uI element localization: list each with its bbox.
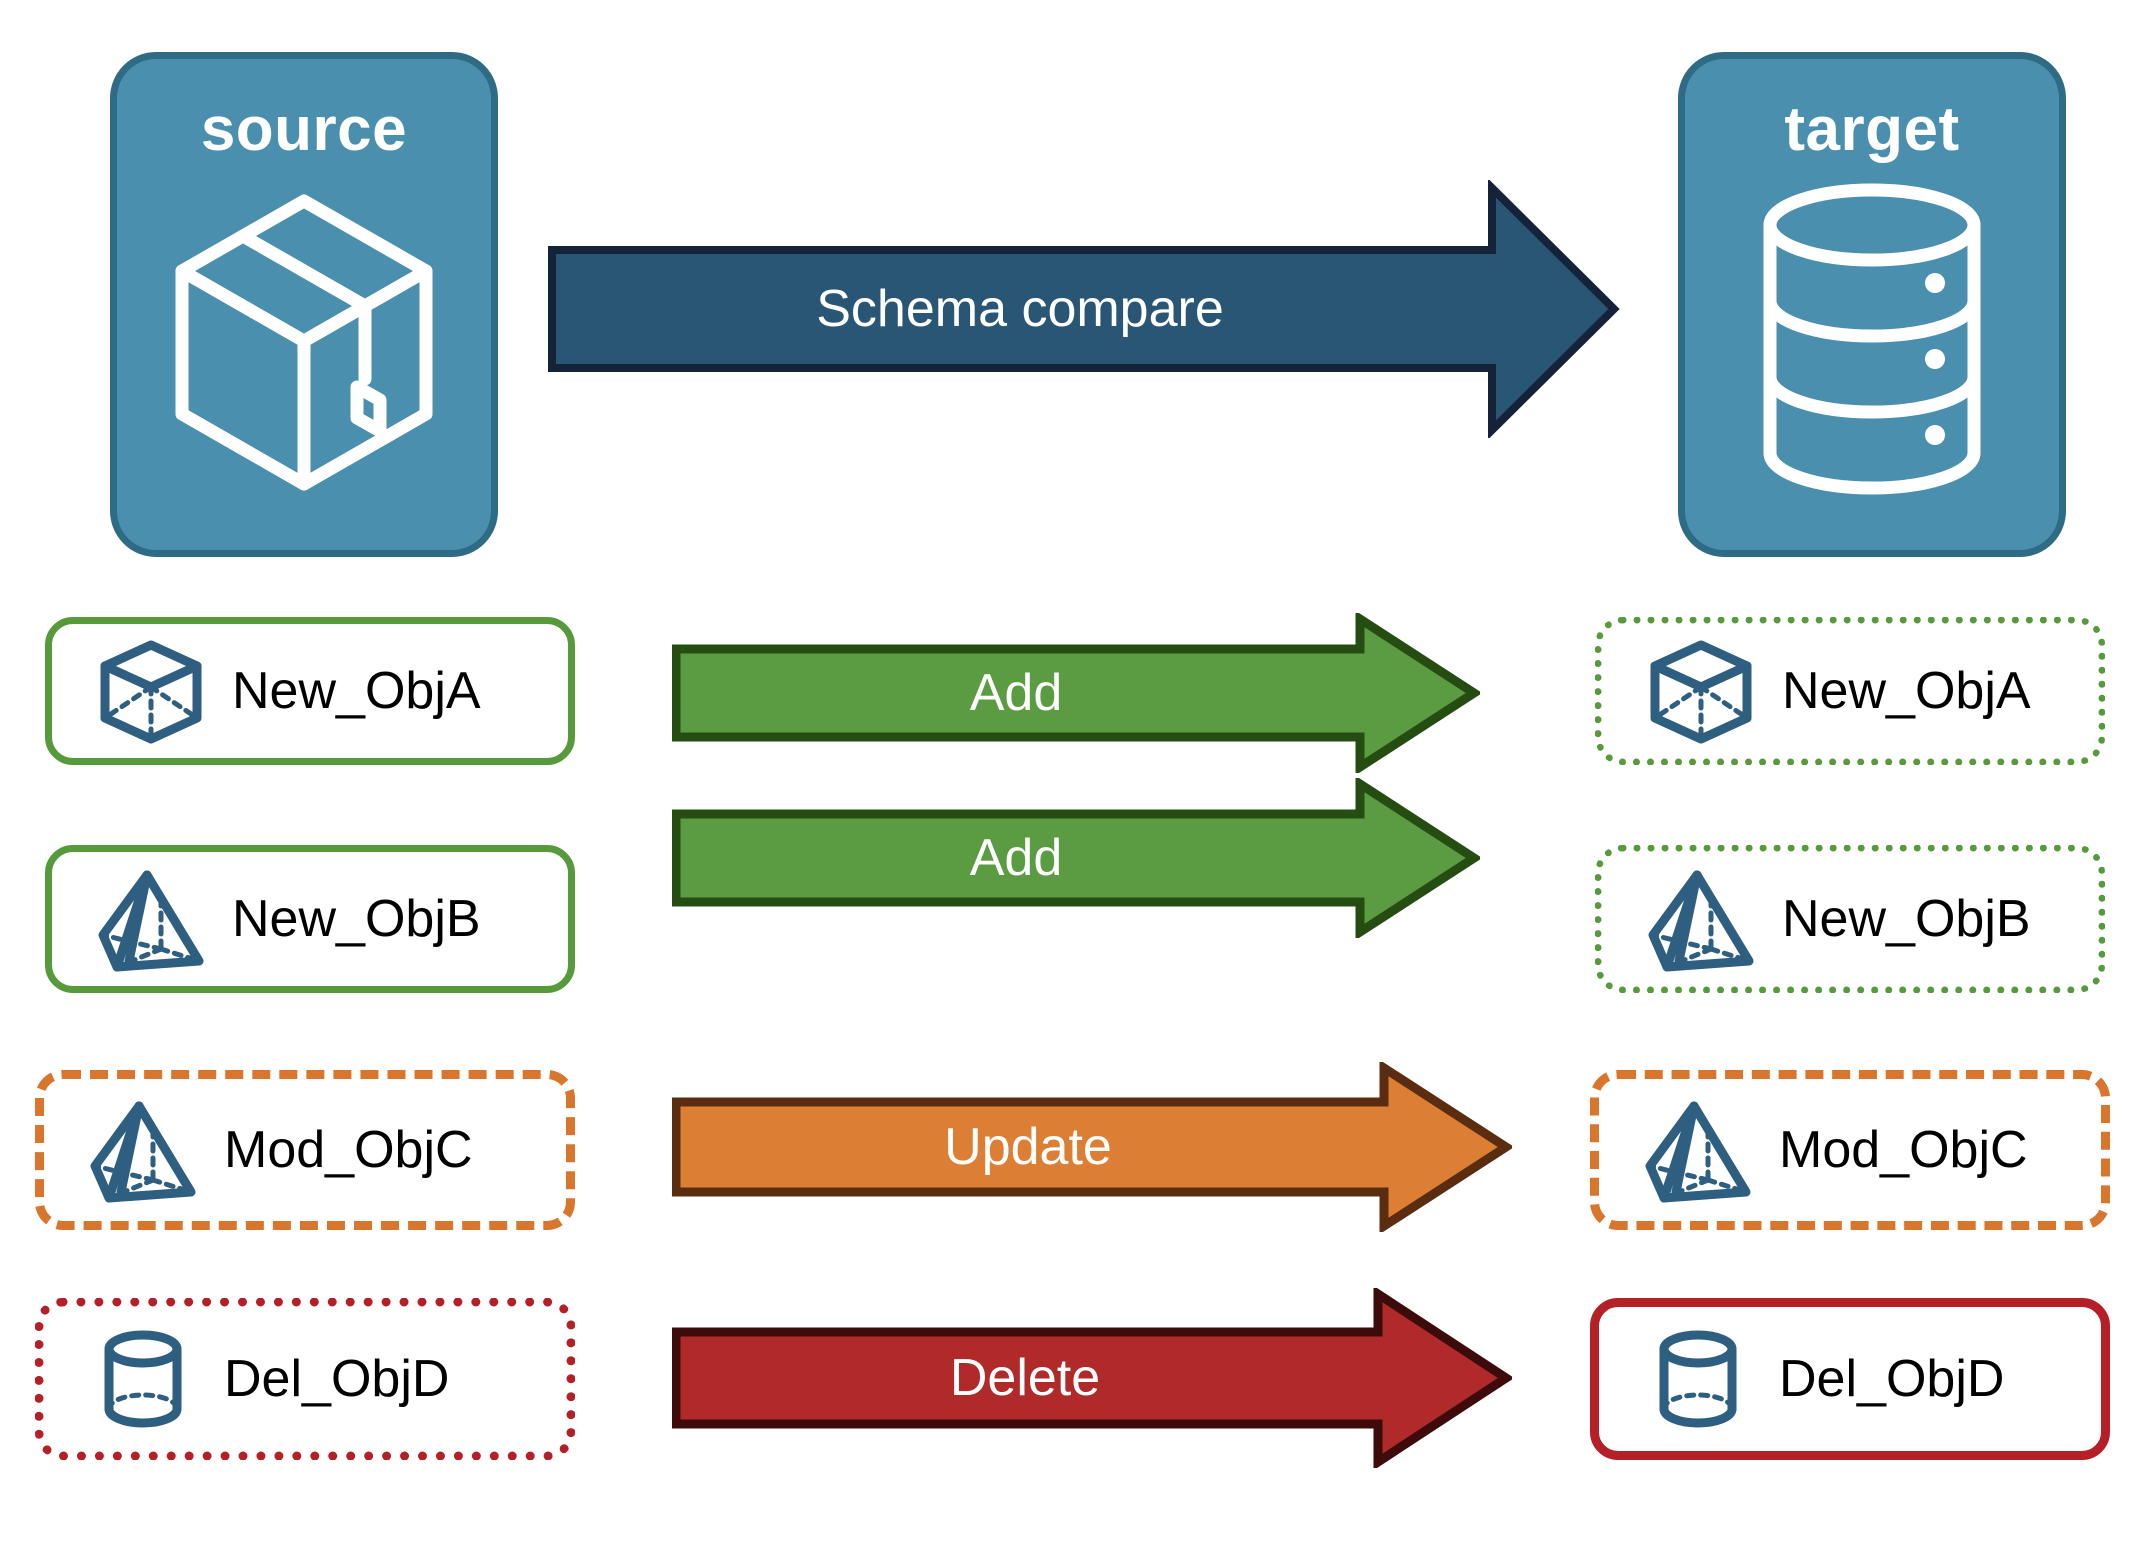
- target-title: target: [1784, 95, 1960, 164]
- source-chip-label-2: Mod_ObjC: [224, 1121, 473, 1179]
- schema-compare-arrow-label: Schema compare: [816, 280, 1224, 338]
- action-arrow-label-0: Add: [969, 664, 1063, 722]
- target-endpoint-card: target: [1678, 52, 2066, 557]
- target-chip-label-0: New_ObjA: [1782, 662, 2031, 720]
- action-arrow-3: Delete: [671, 1285, 1515, 1471]
- wireframe-cube-icon: [1642, 635, 1760, 747]
- target-chip-1[interactable]: New_ObjB: [1595, 845, 2105, 993]
- action-arrow-0: Add: [671, 610, 1483, 776]
- target-chip-label-3: Del_ObjD: [1779, 1350, 2005, 1408]
- action-arrow-label-1: Add: [969, 829, 1063, 887]
- source-chip-1[interactable]: New_ObjB: [45, 845, 575, 993]
- database-cylinder-icon: [1685, 179, 2059, 499]
- action-arrow-1: Add: [671, 775, 1483, 941]
- wireframe-pyramid-icon: [92, 863, 210, 975]
- source-title: source: [200, 95, 408, 164]
- target-chip-label-1: New_ObjB: [1782, 890, 2031, 948]
- action-arrow-2: Update: [671, 1059, 1515, 1235]
- source-endpoint-card: source: [110, 52, 498, 557]
- target-chip-0[interactable]: New_ObjA: [1595, 617, 2105, 765]
- source-chip-0[interactable]: New_ObjA: [45, 617, 575, 765]
- wireframe-pyramid-icon: [1639, 1094, 1757, 1206]
- source-chip-label-0: New_ObjA: [232, 662, 481, 720]
- source-chip-label-3: Del_ObjD: [224, 1350, 450, 1408]
- target-chip-3[interactable]: Del_ObjD: [1590, 1298, 2110, 1460]
- wireframe-cube-icon: [92, 635, 210, 747]
- source-chip-2[interactable]: Mod_ObjC: [35, 1070, 575, 1230]
- action-arrow-label-2: Update: [944, 1118, 1112, 1176]
- source-chip-3[interactable]: Del_ObjD: [35, 1298, 575, 1460]
- wireframe-pyramid-icon: [1642, 863, 1760, 975]
- wireframe-cylinder-icon: [84, 1323, 202, 1435]
- package-box-icon: [117, 179, 491, 509]
- target-chip-label-2: Mod_ObjC: [1779, 1121, 2028, 1179]
- wireframe-cylinder-icon: [1639, 1323, 1757, 1435]
- wireframe-pyramid-icon: [84, 1094, 202, 1206]
- action-arrow-label-3: Delete: [949, 1349, 1101, 1407]
- schema-compare-arrow: Schema compare: [548, 178, 1620, 440]
- source-chip-label-1: New_ObjB: [232, 890, 481, 948]
- target-chip-2[interactable]: Mod_ObjC: [1590, 1070, 2110, 1230]
